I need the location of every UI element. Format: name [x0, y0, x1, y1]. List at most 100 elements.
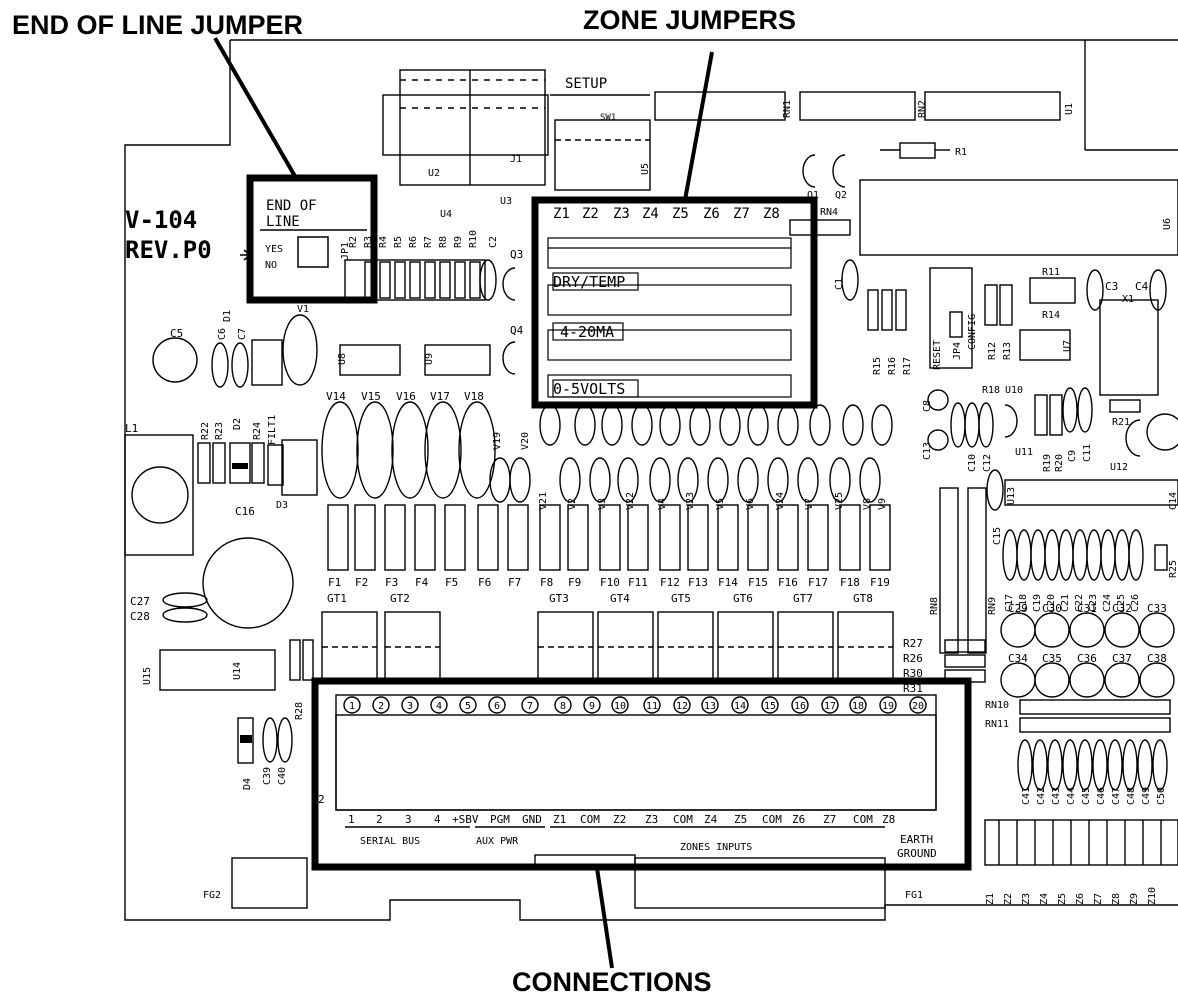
zone-jumper-z3: Z3 [613, 206, 630, 222]
fg2-label: FG2 [203, 890, 221, 901]
c3-label: C3 [1105, 280, 1118, 293]
setup-label: SETUP [565, 76, 607, 92]
u7-label: U7 [1062, 340, 1073, 352]
terminal-side-2: 2 [318, 793, 325, 806]
q4-label: Q4 [510, 324, 524, 337]
terminal-number-19: 19 [882, 701, 894, 712]
terminal-label-10: Z2 [613, 813, 626, 826]
board-outline [124, 39, 1178, 921]
resistor-r3: R3 [363, 236, 374, 248]
d2-label: D2 [232, 418, 243, 430]
rn9-label: RN9 [987, 597, 998, 615]
terminal-number-9: 9 [589, 701, 595, 712]
fuse-f5: F5 [445, 576, 458, 589]
r24-label: R24 [252, 422, 263, 440]
cap-c35: C35 [1042, 652, 1062, 665]
jp1-label: JP1 [340, 242, 351, 260]
cap-c44: C44 [1066, 787, 1077, 805]
varistor-v15: V15 [361, 390, 381, 403]
end-of-line-jumper-callout: END OF LINE JUMPER [12, 10, 304, 40]
varistor-v24: V24 [775, 492, 786, 510]
terminal-number-17: 17 [824, 701, 836, 712]
fuse-f14: F14 [718, 576, 738, 589]
jumper-yes: YES [265, 244, 283, 255]
resistor-r4: R4 [378, 236, 389, 248]
group-serial-bus: SERIAL BUS [360, 836, 420, 847]
gas-tube-gt2: GT2 [390, 592, 410, 605]
fuse-f15: F15 [748, 576, 768, 589]
u12-label: U12 [1110, 462, 1128, 473]
rn8-label: RN8 [929, 597, 940, 615]
r14-label: R14 [1042, 310, 1060, 321]
varistor-v6: V6 [745, 498, 756, 510]
c6-label: C6 [217, 328, 228, 340]
mode-4-20ma: 4-20MA [560, 323, 614, 341]
cap-c21: C21 [1060, 594, 1071, 612]
varistor-v9: V9 [877, 498, 888, 510]
c8-label: C8 [922, 400, 933, 412]
fuse-f2: F2 [355, 576, 368, 589]
reset-label: RESET [932, 340, 943, 370]
varistor-v21: V21 [538, 492, 549, 510]
terminal-label-1: 1 [348, 813, 355, 826]
d4-label: D4 [242, 778, 253, 790]
cap-c46: C46 [1096, 787, 1107, 805]
c40-label: C40 [277, 767, 288, 785]
cap-c45: C45 [1081, 787, 1092, 805]
resistor-r5: R5 [393, 236, 404, 248]
cap-c25: C25 [1116, 594, 1127, 612]
group-earth: EARTH [900, 833, 933, 846]
mode-dry-temp: DRY/TEMP [553, 273, 625, 291]
varistor-v17: V17 [430, 390, 450, 403]
terminal-number-4: 4 [436, 701, 442, 712]
rn11-label: RN11 [985, 719, 1009, 730]
q1-label: Q1 [807, 190, 819, 201]
fuse-f11: F11 [628, 576, 648, 589]
varistor-v3: V3 [597, 498, 608, 510]
cap-c33: C33 [1147, 602, 1167, 615]
resistor-r10: R10 [468, 230, 479, 248]
r13-label: R13 [1002, 342, 1013, 360]
terminal-label-12: COM [673, 813, 693, 826]
output-z3: Z3 [1021, 893, 1032, 905]
cap-c48: C48 [1126, 787, 1137, 805]
terminal-number-11: 11 [646, 701, 658, 712]
cap-c37: C37 [1112, 652, 1132, 665]
fuse-f12: F12 [660, 576, 680, 589]
end-of-line-jumper-box [246, 174, 378, 304]
v20-label: V20 [520, 432, 531, 450]
end-of-line-label-1: END OF [266, 198, 317, 214]
r22-label: R22 [200, 422, 211, 440]
cap-c38: C38 [1147, 652, 1167, 665]
varistor-v16: V16 [396, 390, 416, 403]
terminal-label-16: Z6 [792, 813, 805, 826]
r21-label: R21 [1112, 417, 1130, 428]
q3-label: Q3 [510, 248, 523, 261]
fuse-f4: F4 [415, 576, 429, 589]
u1-label: U1 [1064, 103, 1075, 115]
resistor-r8: R8 [438, 236, 449, 248]
zone-jumper-z6: Z6 [703, 206, 720, 222]
terminal-number-20: 20 [912, 701, 924, 712]
connections-box [311, 677, 972, 871]
gas-tube-gt8: GT8 [853, 592, 873, 605]
terminal-number-2: 2 [378, 701, 384, 712]
terminal-label-9: COM [580, 813, 600, 826]
terminal-label-15: COM [762, 813, 782, 826]
c5-label: C5 [170, 327, 183, 340]
terminal-number-5: 5 [465, 701, 471, 712]
j1-label: J1 [510, 154, 522, 165]
terminal-label-8: Z1 [553, 813, 566, 826]
varistor-v8: V8 [862, 498, 873, 510]
fuse-f17: F17 [808, 576, 828, 589]
output-z1: Z1 [985, 893, 996, 905]
u11-label: U11 [1015, 447, 1033, 458]
output-z2: Z2 [1003, 893, 1014, 905]
d1-label: D1 [222, 310, 233, 322]
c11-label: C11 [1082, 444, 1093, 462]
cap-c23: C23 [1088, 594, 1099, 612]
terminal-number-7: 7 [527, 701, 533, 712]
gas-tube-gt1: GT1 [327, 592, 347, 605]
u4-label: U4 [440, 209, 452, 220]
